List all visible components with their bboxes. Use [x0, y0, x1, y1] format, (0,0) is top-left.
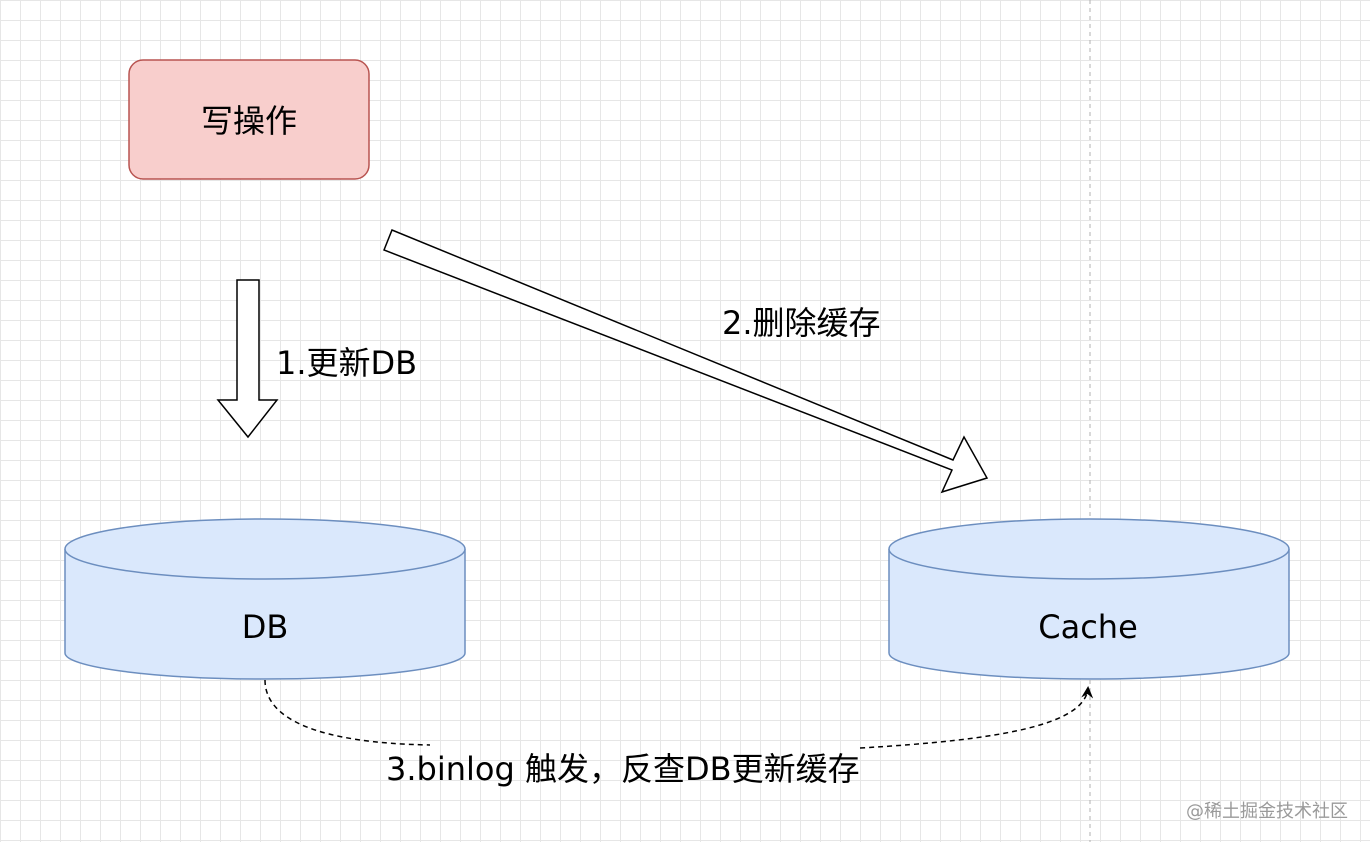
write-operation-label: 写操作	[201, 102, 297, 140]
binlog-label: 3.binlog 触发，反查DB更新缓存	[386, 750, 860, 788]
db-label: DB	[242, 608, 289, 646]
delete-cache-label: 2.删除缓存	[722, 304, 881, 342]
cache-label: Cache	[1038, 608, 1138, 646]
write-operation-node[interactable]: 写操作	[128, 59, 370, 180]
delete-cache-arrow[interactable]	[383, 229, 989, 494]
cache-node[interactable]: Cache	[888, 518, 1290, 680]
update-db-label: 1.更新DB	[276, 344, 417, 382]
update-db-arrow[interactable]	[216, 279, 279, 439]
db-node[interactable]: DB	[64, 518, 466, 680]
watermark-text: @稀土掘金技术社区	[1186, 801, 1348, 822]
binlog-edge[interactable]	[264, 680, 1088, 749]
